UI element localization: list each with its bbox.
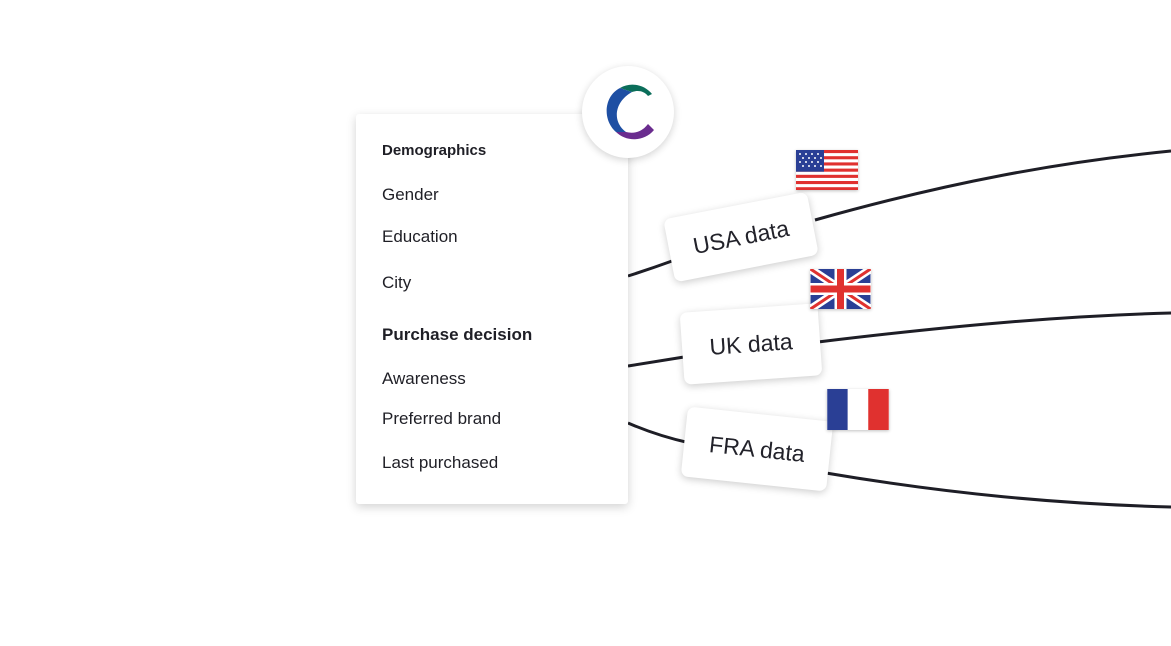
attribute-awareness[interactable]: Awareness: [382, 369, 466, 388]
purchase-decision-heading: Purchase decision: [382, 325, 533, 344]
france-flag-icon: [827, 389, 889, 430]
attribute-city[interactable]: City: [382, 273, 412, 292]
usa-connector-right: [814, 149, 1171, 222]
demographics-heading: Demographics: [382, 142, 487, 159]
fra-connector: [627, 421, 691, 445]
uk-flag-icon: [810, 269, 871, 309]
usa-data-label: USA data: [690, 214, 792, 259]
usa-connector: [627, 259, 673, 278]
attribute-last-purchased[interactable]: Last purchased: [382, 453, 499, 472]
uk-connector-right: [817, 311, 1171, 344]
uk-data-tag[interactable]: UK data: [679, 303, 823, 385]
c-logo-icon: [606, 84, 654, 140]
fra-connector-right: [825, 471, 1171, 509]
fra-data-label: FRA data: [708, 430, 807, 467]
attribute-gender[interactable]: Gender: [382, 185, 439, 204]
uk-data-label: UK data: [708, 327, 794, 360]
logo-badge: [582, 66, 674, 158]
attribute-preferred-brand[interactable]: Preferred brand: [382, 409, 502, 428]
usa-flag-icon: [796, 150, 858, 190]
attributes-panel: Demographics Gender Education City Purch…: [356, 114, 628, 504]
attribute-education[interactable]: Education: [382, 227, 458, 246]
uk-connector: [627, 355, 685, 368]
